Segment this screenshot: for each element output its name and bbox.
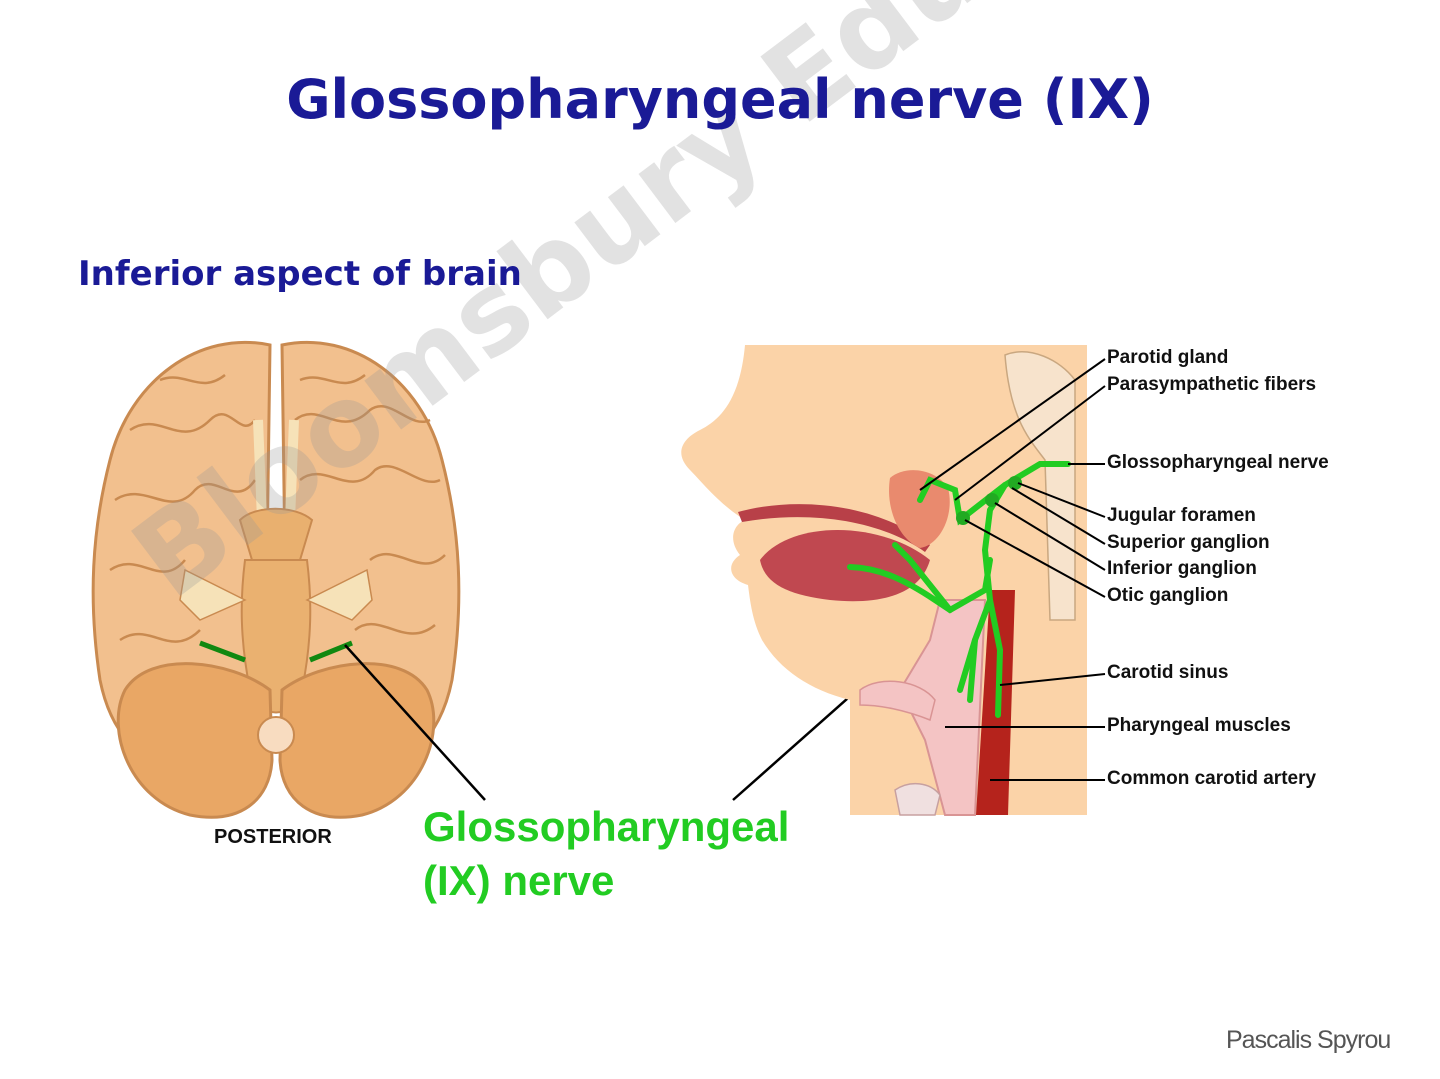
gyri xyxy=(109,374,446,643)
cerebellum-left xyxy=(116,662,274,819)
ear-region xyxy=(1004,351,1076,621)
spinal-cord-section xyxy=(257,716,295,754)
author-credit: Pascalis Spyrou xyxy=(1226,1026,1391,1054)
larynx-cartilage xyxy=(859,680,936,722)
label-parasympathetic-fibers: Parasympathetic fibers xyxy=(1107,374,1317,395)
brain-nerve-ix-left xyxy=(199,640,246,663)
label-pharyngeal-muscles: Pharyngeal muscles xyxy=(1107,715,1291,736)
trachea-ring xyxy=(894,783,941,816)
pharynx xyxy=(898,599,987,816)
parotid-gland xyxy=(889,470,950,548)
otic-ganglion xyxy=(956,511,970,525)
superior-ganglion xyxy=(1008,476,1022,490)
optic-chiasm xyxy=(238,507,314,561)
palate xyxy=(738,504,930,552)
label-superior-ganglion: Superior ganglion xyxy=(1107,532,1270,553)
nerve-callout-line2: (IX) nerve xyxy=(423,857,615,904)
label-carotid-sinus: Carotid sinus xyxy=(1107,662,1229,683)
label-jugular-foramen: Jugular foramen xyxy=(1107,505,1256,526)
label-leaders xyxy=(919,358,1106,781)
brain-view-subtitle: Inferior aspect of brain xyxy=(78,254,522,294)
label-parotid-gland: Parotid gland xyxy=(1107,347,1229,368)
cranial-nerve-fan-left xyxy=(179,568,247,621)
label-otic-ganglion: Otic ganglion xyxy=(1107,585,1229,606)
brain-pointer-line xyxy=(344,644,486,801)
posterior-label: POSTERIOR xyxy=(214,826,332,848)
tongue xyxy=(760,530,930,602)
nerve-callout: Glossopharyngeal (IX) nerve xyxy=(423,800,789,908)
label-inferior-ganglion: Inferior ganglion xyxy=(1107,558,1257,579)
cranial-nerve-fan-right xyxy=(305,568,373,621)
page-title: Glossopharyngeal nerve (IX) xyxy=(286,68,1154,131)
head-nerve-ix xyxy=(847,461,1071,718)
label-glossopharyngeal-nerve: Glossopharyngeal nerve xyxy=(1107,452,1329,473)
label-common-carotid-artery: Common carotid artery xyxy=(1107,768,1317,789)
head-illustration xyxy=(681,345,1087,816)
nerve-callout-line1: Glossopharyngeal xyxy=(423,803,790,850)
olfactory-tracts xyxy=(253,419,299,521)
cerebellum-right xyxy=(278,662,436,819)
brainstem xyxy=(240,559,312,714)
